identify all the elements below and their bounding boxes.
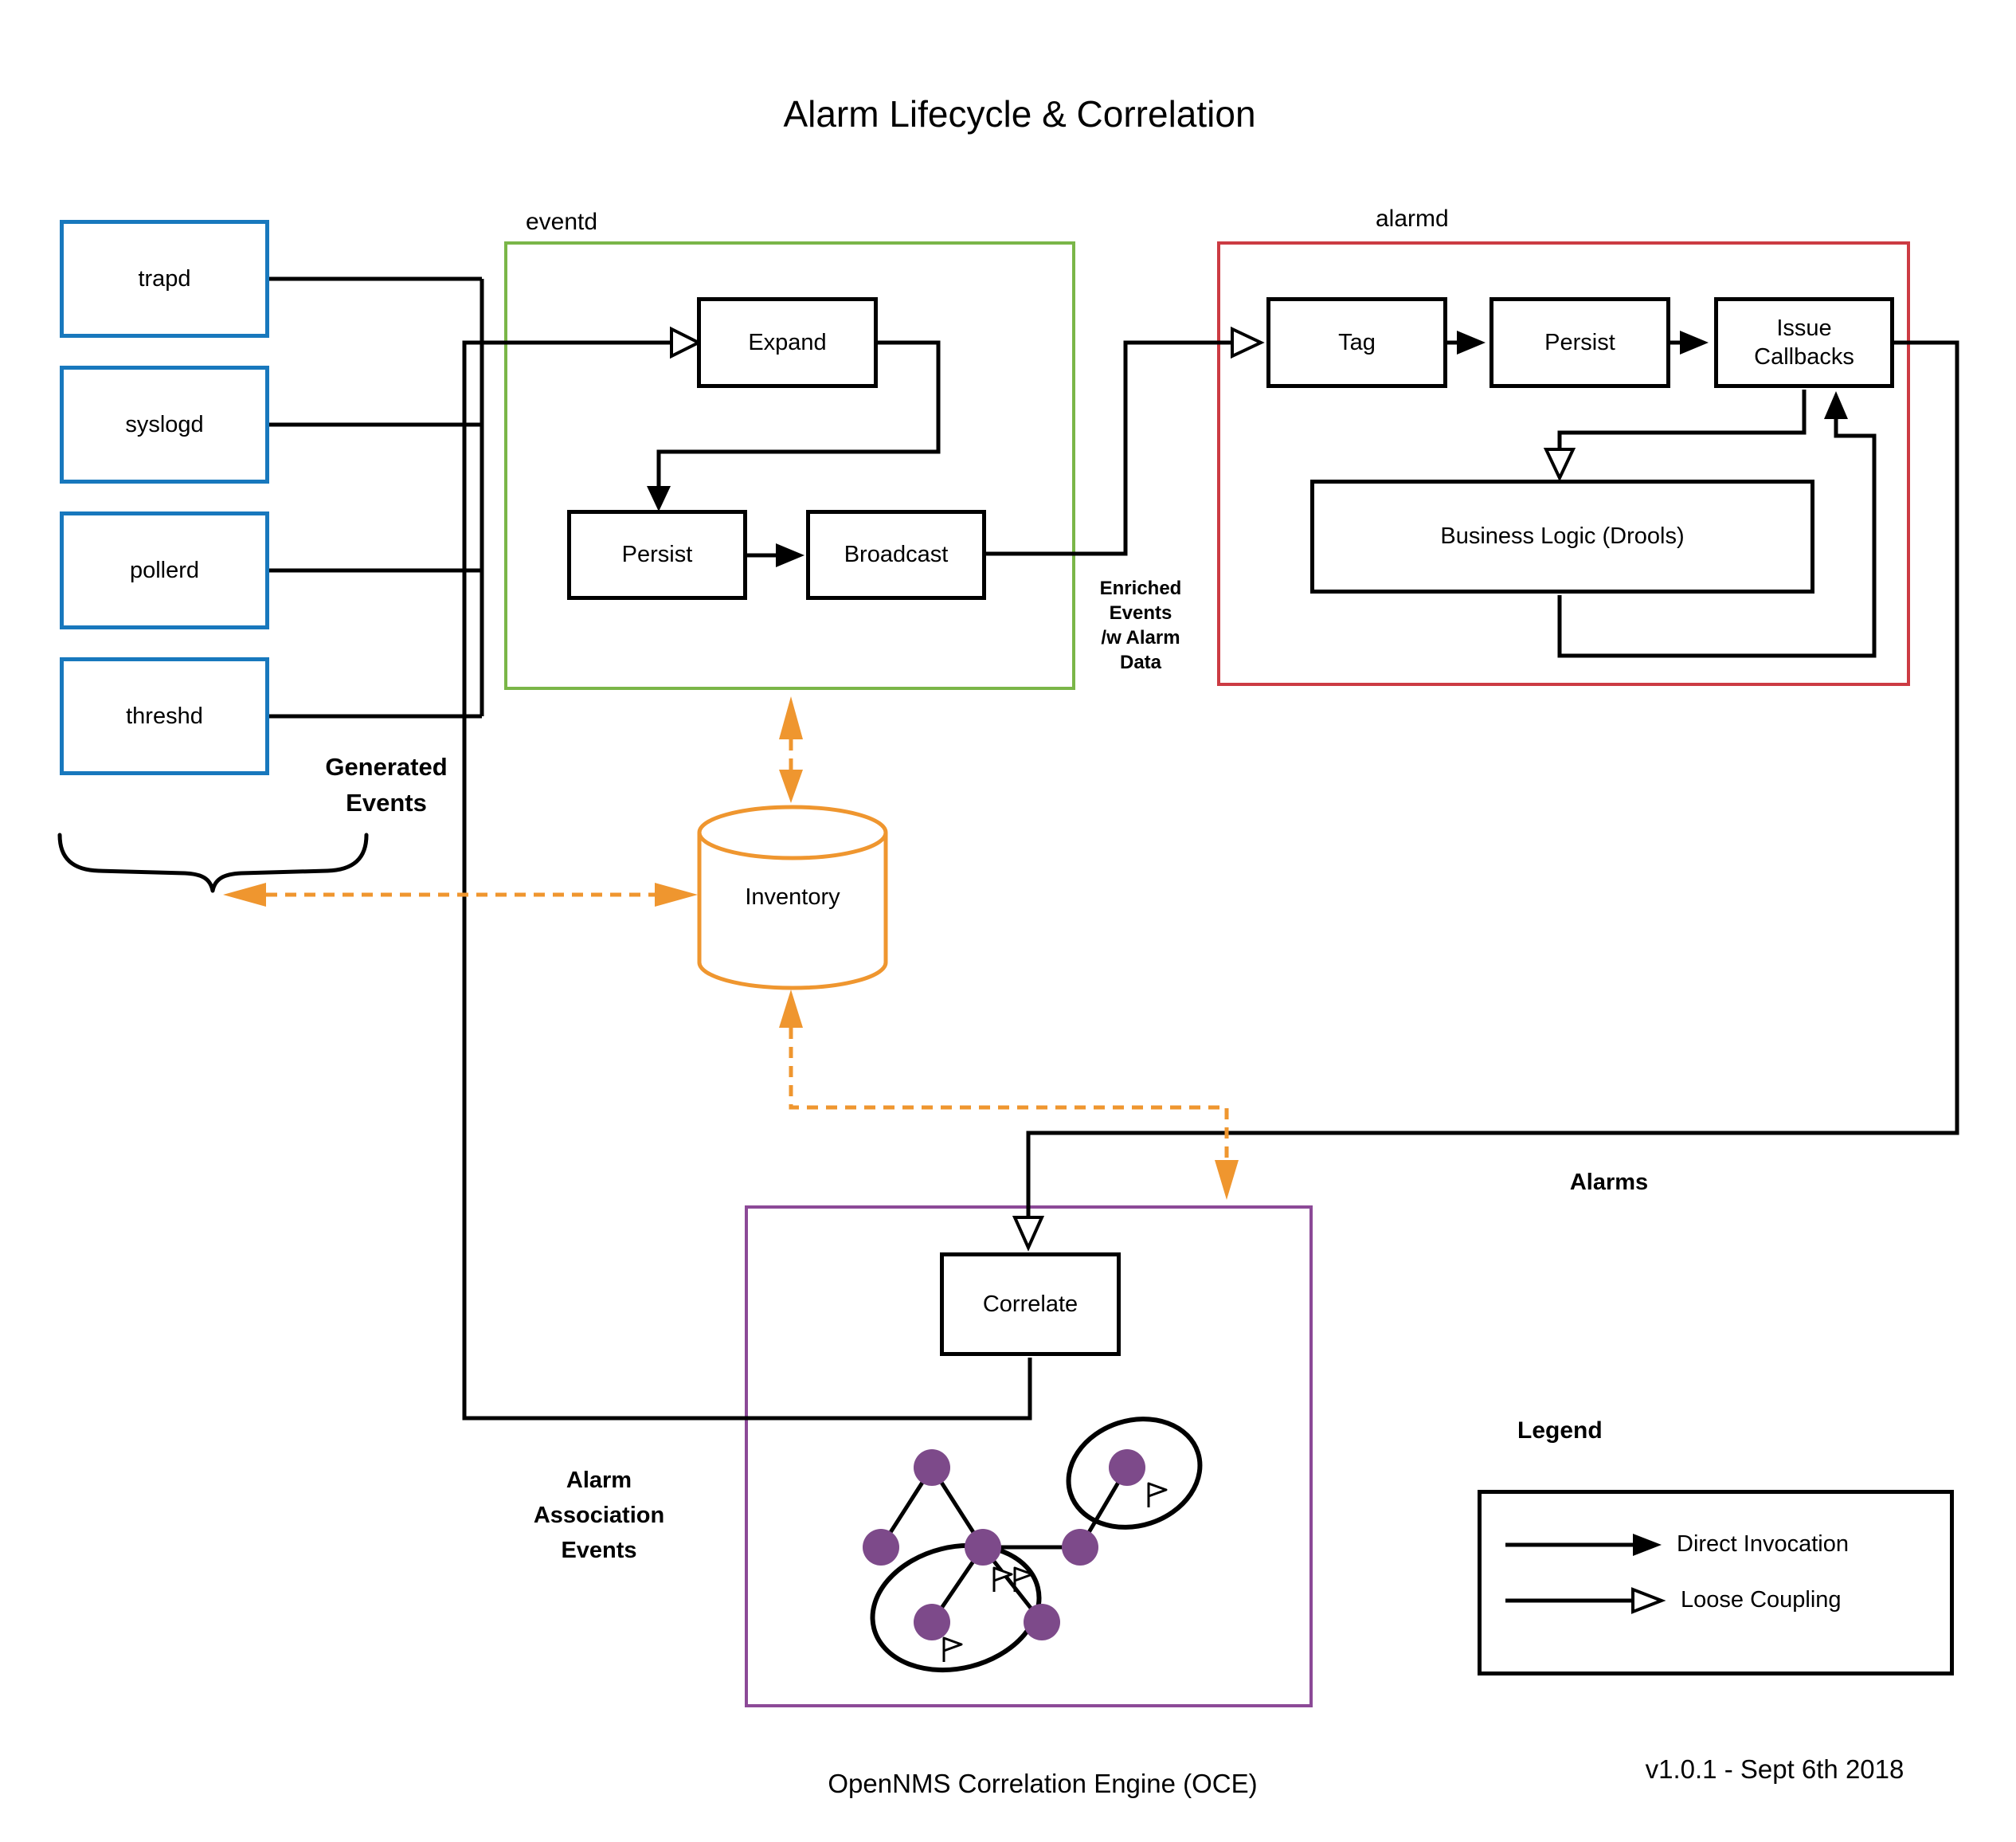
tag-box: Tag: [1266, 297, 1447, 388]
orange-arrow-into-eventd: [779, 696, 803, 739]
loose-arrow-into-expand: [670, 326, 703, 359]
legend-title: Legend: [1517, 1417, 1603, 1444]
orange-arrow-into-inventory-bottom: [779, 990, 803, 1028]
graph-node: [1109, 1449, 1145, 1486]
alarms-label: Alarms: [1569, 1170, 1649, 1195]
loose-arrow-into-correlate: [1012, 1216, 1045, 1252]
orange-arrow-into-inventory-top: [779, 770, 803, 803]
legend-box: [1478, 1490, 1954, 1675]
direct-arrow-into-alarmd-persist: [1457, 331, 1486, 355]
orange-arrow-left: [223, 883, 266, 907]
drools-to-callbacks-line: [1557, 419, 1877, 658]
alarmd-persist-box: Persist: [1489, 297, 1670, 388]
legend-direct-arrowhead: [1633, 1534, 1662, 1556]
oce-caption: OpenNMS Correlation Engine (OCE): [828, 1769, 1258, 1798]
expand-to-persist-line: [656, 340, 941, 486]
eventd-title: eventd: [526, 209, 598, 235]
alarms-line: [1026, 340, 1959, 1217]
alarm-association-label: Alarm Association Events: [533, 1468, 665, 1563]
loose-arrow-into-tag: [1231, 326, 1265, 359]
inventory-label: Inventory: [745, 884, 840, 910]
expand-box: Expand: [697, 297, 878, 388]
graph-node: [914, 1449, 950, 1486]
correlate-box: Correlate: [940, 1252, 1121, 1356]
graph-edges: [879, 1466, 1129, 1624]
flag-icon: [1147, 1482, 1168, 1507]
flag-icon: [942, 1636, 963, 1662]
page-title: Alarm Lifecycle & Correlation: [783, 93, 1256, 135]
loose-arrow-into-drools: [1543, 448, 1576, 482]
graph-node: [1062, 1529, 1098, 1566]
direct-arrow-into-callbacks: [1680, 331, 1709, 355]
broadcast-to-tag-line: [986, 340, 1232, 556]
source-label: threshd: [126, 703, 203, 729]
alarmd-container: [1217, 241, 1910, 686]
alarm-association-feedback-line: [462, 340, 1032, 1421]
source-box-pollerd: pollerd: [60, 511, 269, 629]
direct-arrow-into-callbacks-bottom: [1824, 391, 1848, 419]
direct-arrow-into-broadcast: [776, 543, 804, 567]
graph-group-ellipse-topright: [1066, 1417, 1203, 1530]
inventory-cylinder: [697, 805, 888, 990]
orange-arrow-into-oce: [1215, 1160, 1239, 1200]
enriched-events-label: Enriched Events /w Alarm Data: [1099, 578, 1182, 673]
source-box-trapd: trapd: [60, 220, 269, 338]
alarmd-title: alarmd: [1376, 206, 1449, 232]
source-label: pollerd: [129, 557, 200, 583]
broadcast-box: Broadcast: [806, 510, 986, 600]
graph-group-ellipse-bottom: [870, 1542, 1042, 1673]
eventd-persist-box: Persist: [567, 510, 747, 600]
correlation-graph: [863, 1417, 1203, 1673]
graph-node: [1024, 1604, 1060, 1640]
sources-brace: [57, 833, 369, 893]
graph-node: [965, 1529, 1001, 1566]
source-label: trapd: [138, 265, 191, 292]
orange-arrow-into-inventory-left: [655, 883, 698, 907]
graph-node: [863, 1529, 899, 1566]
flag-icon: [992, 1566, 1013, 1592]
generated-events-label: Generated Events: [325, 753, 448, 817]
source-label: syslogd: [125, 411, 204, 437]
legend-direct-label: Direct Invocation: [1677, 1531, 1849, 1557]
legend-loose-label: Loose Coupling: [1681, 1587, 1842, 1613]
source-connector-lines: [269, 276, 484, 719]
source-box-syslogd: syslogd: [60, 366, 269, 484]
business-logic-box: Business Logic (Drools): [1310, 480, 1814, 594]
graph-node: [914, 1604, 950, 1640]
callbacks-to-drools-line: [1557, 390, 1807, 449]
eventd-container: [504, 241, 1075, 690]
issue-callbacks-box: Issue Callbacks: [1714, 297, 1894, 388]
version-label: v1.0.1 - Sept 6th 2018: [1645, 1754, 1904, 1784]
inventory-oce-dashed-line: [789, 1028, 1229, 1160]
flag-icon: [1013, 1566, 1034, 1592]
legend-loose-arrowhead: [1631, 1587, 1666, 1614]
direct-arrow-into-persist: [647, 486, 671, 511]
source-box-threshd: threshd: [60, 657, 269, 775]
